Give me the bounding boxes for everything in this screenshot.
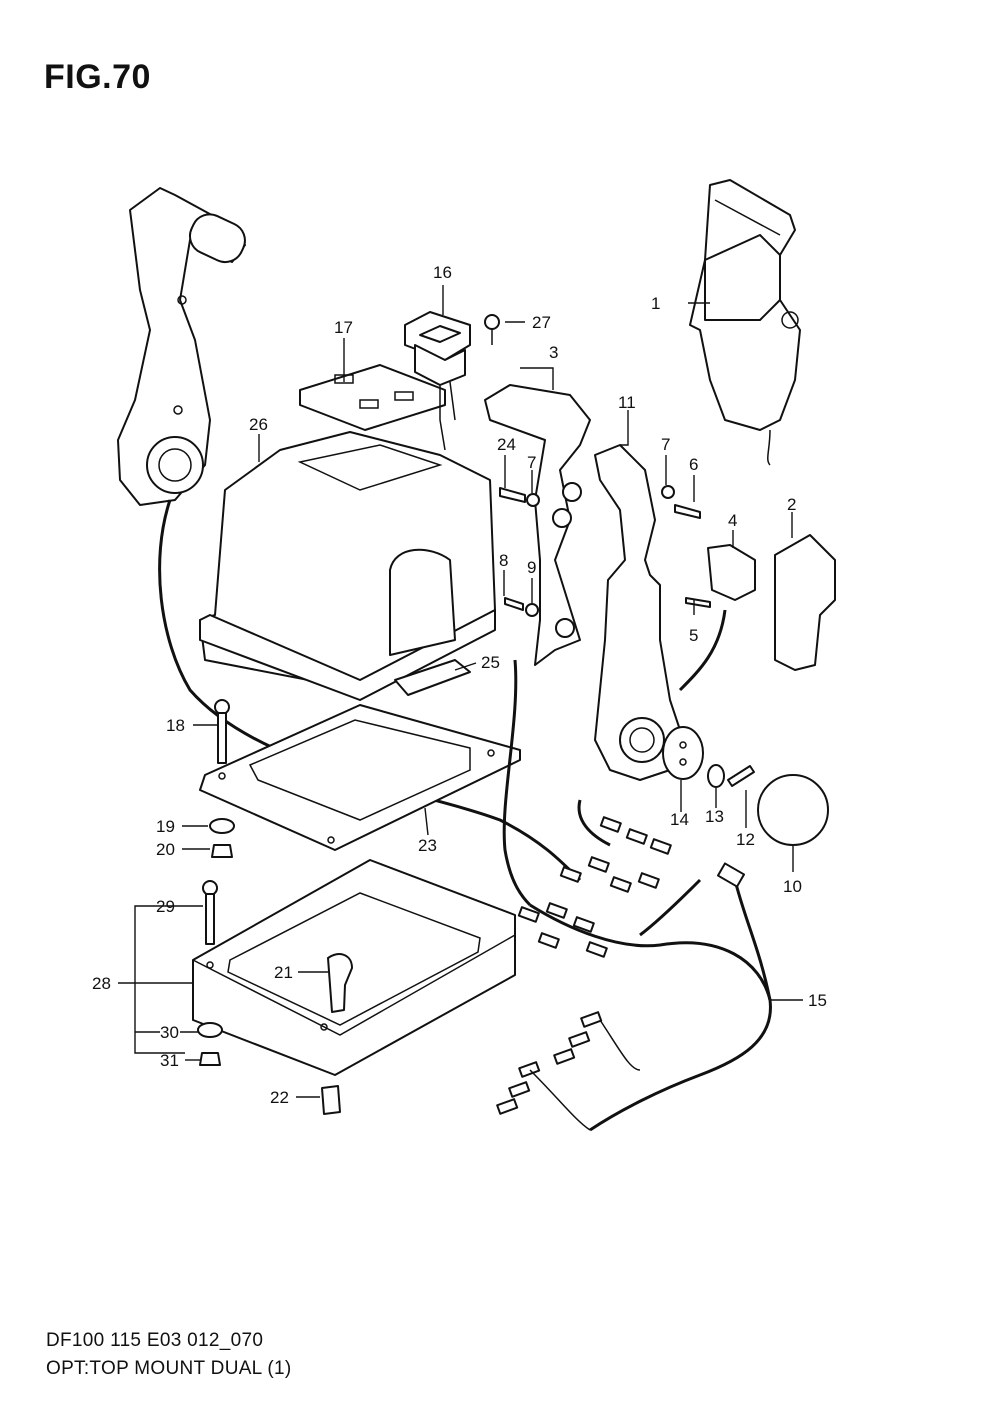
nut-31-icon <box>199 1052 221 1066</box>
screw-5-icon <box>685 597 711 608</box>
callout-29: 29 <box>156 897 175 916</box>
screw-29-icon <box>202 880 218 945</box>
cover-icon <box>199 431 496 701</box>
callout-30: 30 <box>160 1023 179 1042</box>
callout-20: 20 <box>156 840 175 859</box>
callout-26: 26 <box>249 415 268 434</box>
callout-10: 10 <box>783 877 802 896</box>
callout-27: 27 <box>532 313 551 332</box>
callout-28: 28 <box>92 974 111 993</box>
callout-9: 9 <box>527 558 536 577</box>
callout-4: 4 <box>728 511 737 530</box>
callout-8: 8 <box>499 551 508 570</box>
screw-icon <box>727 765 755 787</box>
figure-title: FIG.70 <box>44 58 151 96</box>
callout-1: 1 <box>651 294 660 313</box>
callout-19: 19 <box>156 817 175 836</box>
callout-22: 22 <box>270 1088 289 1107</box>
screw-24-icon <box>499 487 526 503</box>
screw-6-icon <box>674 504 701 519</box>
callout-31: 31 <box>160 1051 179 1070</box>
callout-3: 3 <box>549 343 558 362</box>
small-clip-icon <box>321 1085 341 1115</box>
footer-model-code: DF100 115 E03 012_070 <box>46 1330 264 1351</box>
rocker-switch-icon <box>404 311 471 451</box>
wiring-harness-icon <box>496 659 772 1132</box>
callout-6: 6 <box>689 455 698 474</box>
clip-icon <box>327 953 353 1013</box>
tab-icon <box>394 659 471 696</box>
footer-description: OPT:TOP MOUNT DUAL (1) <box>46 1358 292 1379</box>
base-housing-icon <box>192 859 516 1076</box>
cap-icon <box>757 774 829 846</box>
washer-19-icon <box>209 818 235 834</box>
callout-7b: 7 <box>527 453 536 472</box>
callout-2: 2 <box>787 495 796 514</box>
callout-12: 12 <box>736 830 755 849</box>
callout-24: 24 <box>497 435 516 454</box>
small-switch-icon <box>707 544 756 601</box>
lever-arm-icon <box>484 384 591 666</box>
callout-21: 21 <box>274 963 293 982</box>
left-lever-icon <box>117 187 246 506</box>
callout-16: 16 <box>433 263 452 282</box>
nut-20-icon <box>211 844 233 858</box>
screw-8-icon <box>504 597 524 611</box>
plate-icon <box>662 726 704 780</box>
callout-11: 11 <box>618 393 636 412</box>
gasket-plate-icon <box>199 704 521 851</box>
screw-27-icon <box>484 314 500 330</box>
callout-7a: 7 <box>661 435 670 454</box>
callout-14: 14 <box>670 810 689 829</box>
callout-23: 23 <box>418 836 437 855</box>
washer-30-icon <box>197 1022 223 1038</box>
grip-icon <box>774 534 836 671</box>
callout-15: 15 <box>808 991 827 1010</box>
callout-25: 25 <box>481 653 500 672</box>
washer-icon <box>707 764 725 788</box>
callout-17: 17 <box>334 318 353 337</box>
callout-5: 5 <box>689 626 698 645</box>
callout-18: 18 <box>166 716 185 735</box>
callout-13: 13 <box>705 807 724 826</box>
bolt-18-icon <box>214 699 230 764</box>
remote-control-box-icon <box>689 179 801 466</box>
